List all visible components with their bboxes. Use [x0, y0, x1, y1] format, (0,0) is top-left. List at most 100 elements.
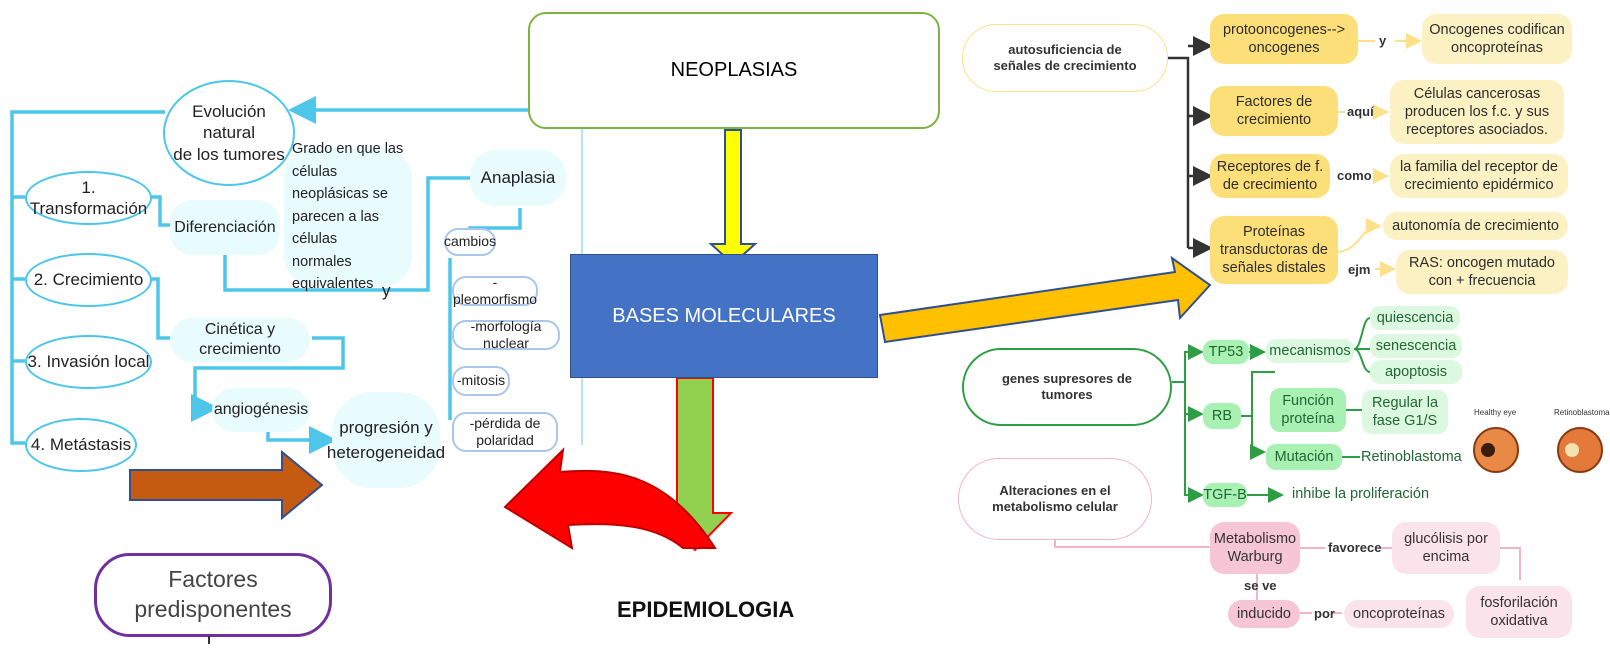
oncogenes-label: Oncogenes codifican oncoproteínas	[1429, 21, 1565, 56]
inhibe-label: inhibe la proliferación	[1292, 486, 1430, 502]
regular-fase-node: Regular la fase G1/S	[1362, 390, 1448, 434]
familia-label: la familia del receptor de crecimiento e…	[1400, 158, 1558, 193]
transformacion-label: 1. Transformación	[29, 177, 148, 218]
rb-node: RB	[1203, 403, 1241, 429]
factores-label: Factores predisponentes	[134, 566, 292, 622]
seve-link-label: se ve	[1244, 578, 1277, 593]
red-curved-arrow	[503, 447, 717, 551]
factores-crecimiento-node: Factores de crecimiento	[1210, 86, 1338, 136]
morfologia-label: -morfología nuclear	[470, 317, 542, 352]
invasion-local-node: 3. Invasión local	[25, 335, 152, 389]
eyes-icon	[1473, 427, 1603, 473]
mutacion-label: Mutación	[1274, 448, 1334, 465]
angiogenesis-label: angiogénesis	[213, 401, 309, 418]
autosuficiencia-node: autosuficiencia de señales de crecimient…	[962, 24, 1168, 92]
inducido-node: inducido	[1228, 600, 1300, 628]
ejm-link-label: ejm	[1348, 262, 1371, 277]
celulas-label: Células cancerosas producen los f.c. y s…	[1404, 85, 1550, 139]
fosforilacion-node: fosforilación oxidativa	[1466, 586, 1572, 638]
protooncogenes-label: protooncogenes--> oncogenes	[1222, 21, 1346, 56]
yellow-down-arrow	[708, 129, 758, 266]
familia-receptor-node: la familia del receptor de crecimiento e…	[1390, 154, 1568, 198]
metabolismo-connectors	[1054, 540, 1521, 614]
neoplasias-label: NEOPLASIAS	[670, 59, 798, 81]
cambios-pill: cambios	[444, 228, 496, 256]
genes-label: genes supresores de tumores	[1001, 370, 1133, 402]
apoptosis-label: apoptosis	[1384, 363, 1448, 380]
autosuficiencia-connectors	[1168, 36, 1213, 258]
oncoproteinas-node: oncoproteínas	[1344, 600, 1454, 628]
bases-moleculares-label: BASES MOLECULARES	[612, 304, 836, 327]
proteinas-transductoras-node: Proteínas transductoras de señales dista…	[1210, 216, 1338, 284]
fosforilacion-label: fosforilación oxidativa	[1480, 594, 1558, 629]
celulas-cancerosas-node: Células cancerosas producen los f.c. y s…	[1390, 80, 1564, 144]
transformacion-node: 1. Transformación	[25, 171, 152, 225]
autonomia-label: autonomía de crecimiento	[1392, 217, 1559, 234]
mecanismos-node: mecanismos	[1266, 339, 1354, 363]
pleomorfismo-pill: -pleomorfismo	[452, 273, 538, 308]
como-link-label: como	[1337, 168, 1372, 183]
genes-supresores-node: genes supresores de tumores	[962, 348, 1172, 426]
brown-right-arrow	[129, 449, 324, 521]
metastasis-node: 4. Metástasis	[25, 418, 137, 472]
tgf-b-node: TGF-B	[1203, 483, 1247, 507]
perdida-polaridad-pill: -pérdida de polaridad	[452, 412, 558, 452]
glucolisis-label: glucólisis por encima	[1404, 530, 1488, 565]
angiogenesis-node: angiogénesis	[212, 388, 310, 432]
aqui-link-label: aquí	[1347, 104, 1374, 119]
progresion-label: progresión y heterogeneidad	[326, 417, 446, 463]
grado-node: Grado en que las células neoplásicas se …	[284, 141, 412, 292]
y-link-label: y	[1379, 33, 1387, 48]
factores-predisponentes-box: Factores predisponentes	[94, 553, 332, 637]
protooncogenes-node: protooncogenes--> oncogenes	[1210, 14, 1358, 64]
senescencia-node: senescencia	[1370, 334, 1462, 358]
genes-connectors	[1172, 317, 1371, 503]
invasion-label: 3. Invasión local	[27, 352, 150, 372]
funcion-label: Función proteína	[1281, 392, 1335, 427]
por-link-label: por	[1314, 606, 1335, 621]
morfologia-nuclear-pill: -morfología nuclear	[452, 317, 560, 352]
glucolisis-node: glucólisis por encima	[1392, 522, 1500, 574]
senescencia-label: senescencia	[1375, 337, 1457, 354]
crecimiento-label: 2. Crecimiento	[33, 270, 144, 290]
oncogenes-node: Oncogenes codifican oncoproteínas	[1422, 14, 1572, 64]
neoplasias-box: NEOPLASIAS	[528, 12, 940, 129]
cambios-label: cambios	[443, 233, 497, 250]
receptores-node: Receptores de f. de crecimiento	[1210, 154, 1330, 198]
apoptosis-node: apoptosis	[1370, 360, 1462, 384]
healthy-eye-label: Healthy eye	[1474, 408, 1517, 417]
inducido-label: inducido	[1236, 605, 1291, 622]
alteraciones-node: Alteraciones en el metabolismo celular	[958, 458, 1152, 540]
mutacion-node: Mutación	[1266, 444, 1342, 470]
diferenciacion-node: Diferenciación	[170, 200, 280, 255]
perdida-label: -pérdida de polaridad	[469, 414, 541, 449]
orange-right-arrow	[878, 255, 1212, 344]
tgf-label: TGF-B	[1203, 486, 1247, 503]
mitosis-pill: -mitosis	[452, 366, 510, 396]
diferenciacion-label: Diferenciación	[174, 218, 276, 236]
ras-label: RAS: oncogen mutado con + frecuencia	[1409, 254, 1555, 289]
metabolismo-warburg-node: Metabolismo Warburg	[1210, 522, 1300, 574]
favorece-link-label: favorece	[1328, 540, 1382, 555]
proteinas-label: Proteínas transductoras de señales dista…	[1219, 223, 1328, 277]
tp53-label: TP53	[1208, 343, 1244, 360]
grado-label: Grado en que las células neoplásicas se …	[292, 141, 404, 293]
crecimiento-node: 2. Crecimiento	[25, 253, 152, 307]
evolucion-label: Evolución natural de los tumores	[173, 102, 285, 164]
bases-moleculares-box: BASES MOLECULARES	[570, 254, 878, 378]
left-cyan-connectors	[10, 96, 530, 454]
progresion-node: progresión y heterogeneidad	[327, 392, 445, 488]
cinetica-node: Cinética y crecimiento	[170, 318, 310, 362]
tp53-node: TP53	[1203, 340, 1249, 364]
pleomorfismo-label: -pleomorfismo	[452, 273, 538, 308]
y-connector-label: y	[382, 281, 391, 300]
factores-stem	[208, 636, 210, 644]
metastasis-label: 4. Metástasis	[30, 435, 132, 455]
funcion-proteina-node: Función proteína	[1270, 388, 1346, 432]
anaplasia-label: Anaplasia	[480, 168, 556, 188]
regular-label: Regular la fase G1/S	[1371, 394, 1439, 429]
receptores-label: Receptores de f. de crecimiento	[1216, 158, 1324, 193]
autosuficiencia-label: autosuficiencia de señales de crecimient…	[993, 41, 1137, 73]
cinetica-label: Cinética y crecimiento	[199, 321, 281, 358]
retinoblastoma-image-label: Retinoblastoma	[1554, 408, 1610, 417]
